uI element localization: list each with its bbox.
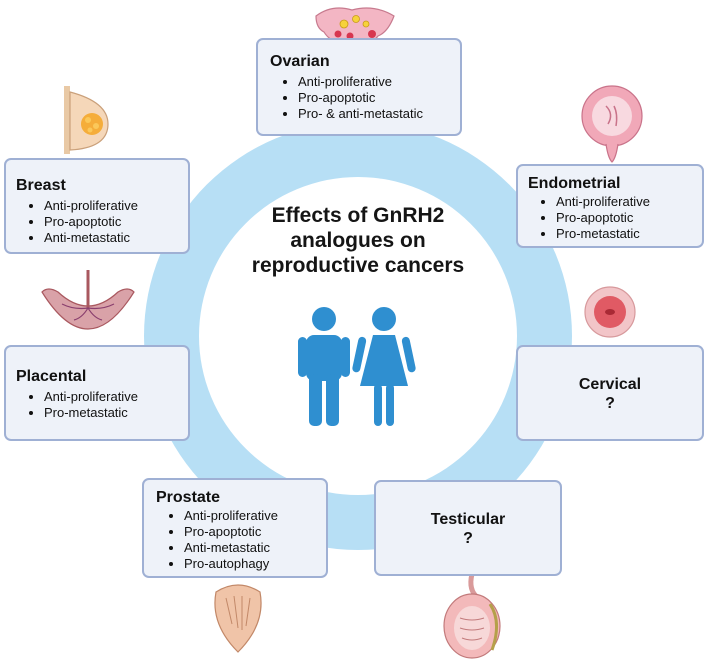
ovarian-effect: Anti-proliferative xyxy=(298,74,460,90)
endometrial-card-title: Endometrial xyxy=(528,175,621,192)
prostate-effects-list: Anti-proliferative Pro-apoptotic Anti-me… xyxy=(156,508,326,572)
cervical-card: Cervical ? xyxy=(516,345,704,441)
endometrial-effect: Anti-proliferative xyxy=(556,194,702,210)
testis-illustration-icon xyxy=(443,573,501,659)
breast-card: Breast Anti-proliferative Pro-apoptotic … xyxy=(4,158,190,254)
prostate-illustration-icon xyxy=(214,584,262,653)
prostate-effect: Pro-apoptotic xyxy=(184,524,326,540)
breast-illustration-icon xyxy=(64,86,109,154)
prostate-card-title: Prostate xyxy=(156,489,221,506)
ovarian-effect: Pro-apoptotic xyxy=(298,90,460,106)
placental-card-title: Placental xyxy=(16,368,87,385)
inner-circle xyxy=(199,177,517,495)
placental-effect: Pro-metastatic xyxy=(44,405,188,421)
prostate-card: Prostate Anti-proliferative Pro-apoptoti… xyxy=(142,478,328,578)
prostate-effect: Pro-autophagy xyxy=(184,556,326,572)
placenta-illustration-icon xyxy=(41,270,135,330)
breast-card-title: Breast xyxy=(16,177,66,194)
endometrial-effects-list: Anti-proliferative Pro-apoptotic Pro-met… xyxy=(528,194,702,242)
ovarian-effects-list: Anti-proliferative Pro-apoptotic Pro- & … xyxy=(270,74,460,122)
endometrial-effect: Pro-apoptotic xyxy=(556,210,702,226)
cervical-status: ? xyxy=(605,395,615,412)
prostate-effect: Anti-proliferative xyxy=(184,508,326,524)
placental-card: Placental Anti-proliferative Pro-metasta… xyxy=(4,345,190,441)
diagram-title: Effects of GnRH2 analogues on reproducti… xyxy=(251,204,465,277)
female-figure-icon xyxy=(352,307,416,426)
endometrial-effect: Pro-metastatic xyxy=(556,226,702,242)
male-figure-icon xyxy=(298,307,350,426)
breast-effect: Anti-proliferative xyxy=(44,198,188,214)
endometrium-illustration-icon xyxy=(581,85,643,163)
breast-effect: Anti-metastatic xyxy=(44,230,188,246)
ovary-illustration-icon xyxy=(315,7,395,47)
ovarian-effect: Pro- & anti-metastatic xyxy=(298,106,460,122)
ovarian-card: Ovarian Anti-proliferative Pro-apoptotic… xyxy=(256,38,462,136)
ovarian-card-title: Ovarian xyxy=(270,53,330,70)
placental-effect: Anti-proliferative xyxy=(44,389,188,405)
cervix-illustration-icon xyxy=(584,286,636,338)
placental-effects-list: Anti-proliferative Pro-metastatic xyxy=(16,389,188,421)
endometrial-card: Endometrial Anti-proliferative Pro-apopt… xyxy=(516,164,704,248)
cervical-card-title: Cervical xyxy=(578,376,642,393)
prostate-effect: Anti-metastatic xyxy=(184,540,326,556)
testicular-card-title: Testicular xyxy=(430,511,506,528)
breast-effect: Pro-apoptotic xyxy=(44,214,188,230)
testicular-card: Testicular ? xyxy=(374,480,562,576)
testicular-status: ? xyxy=(463,530,473,547)
breast-effects-list: Anti-proliferative Pro-apoptotic Anti-me… xyxy=(16,198,188,246)
